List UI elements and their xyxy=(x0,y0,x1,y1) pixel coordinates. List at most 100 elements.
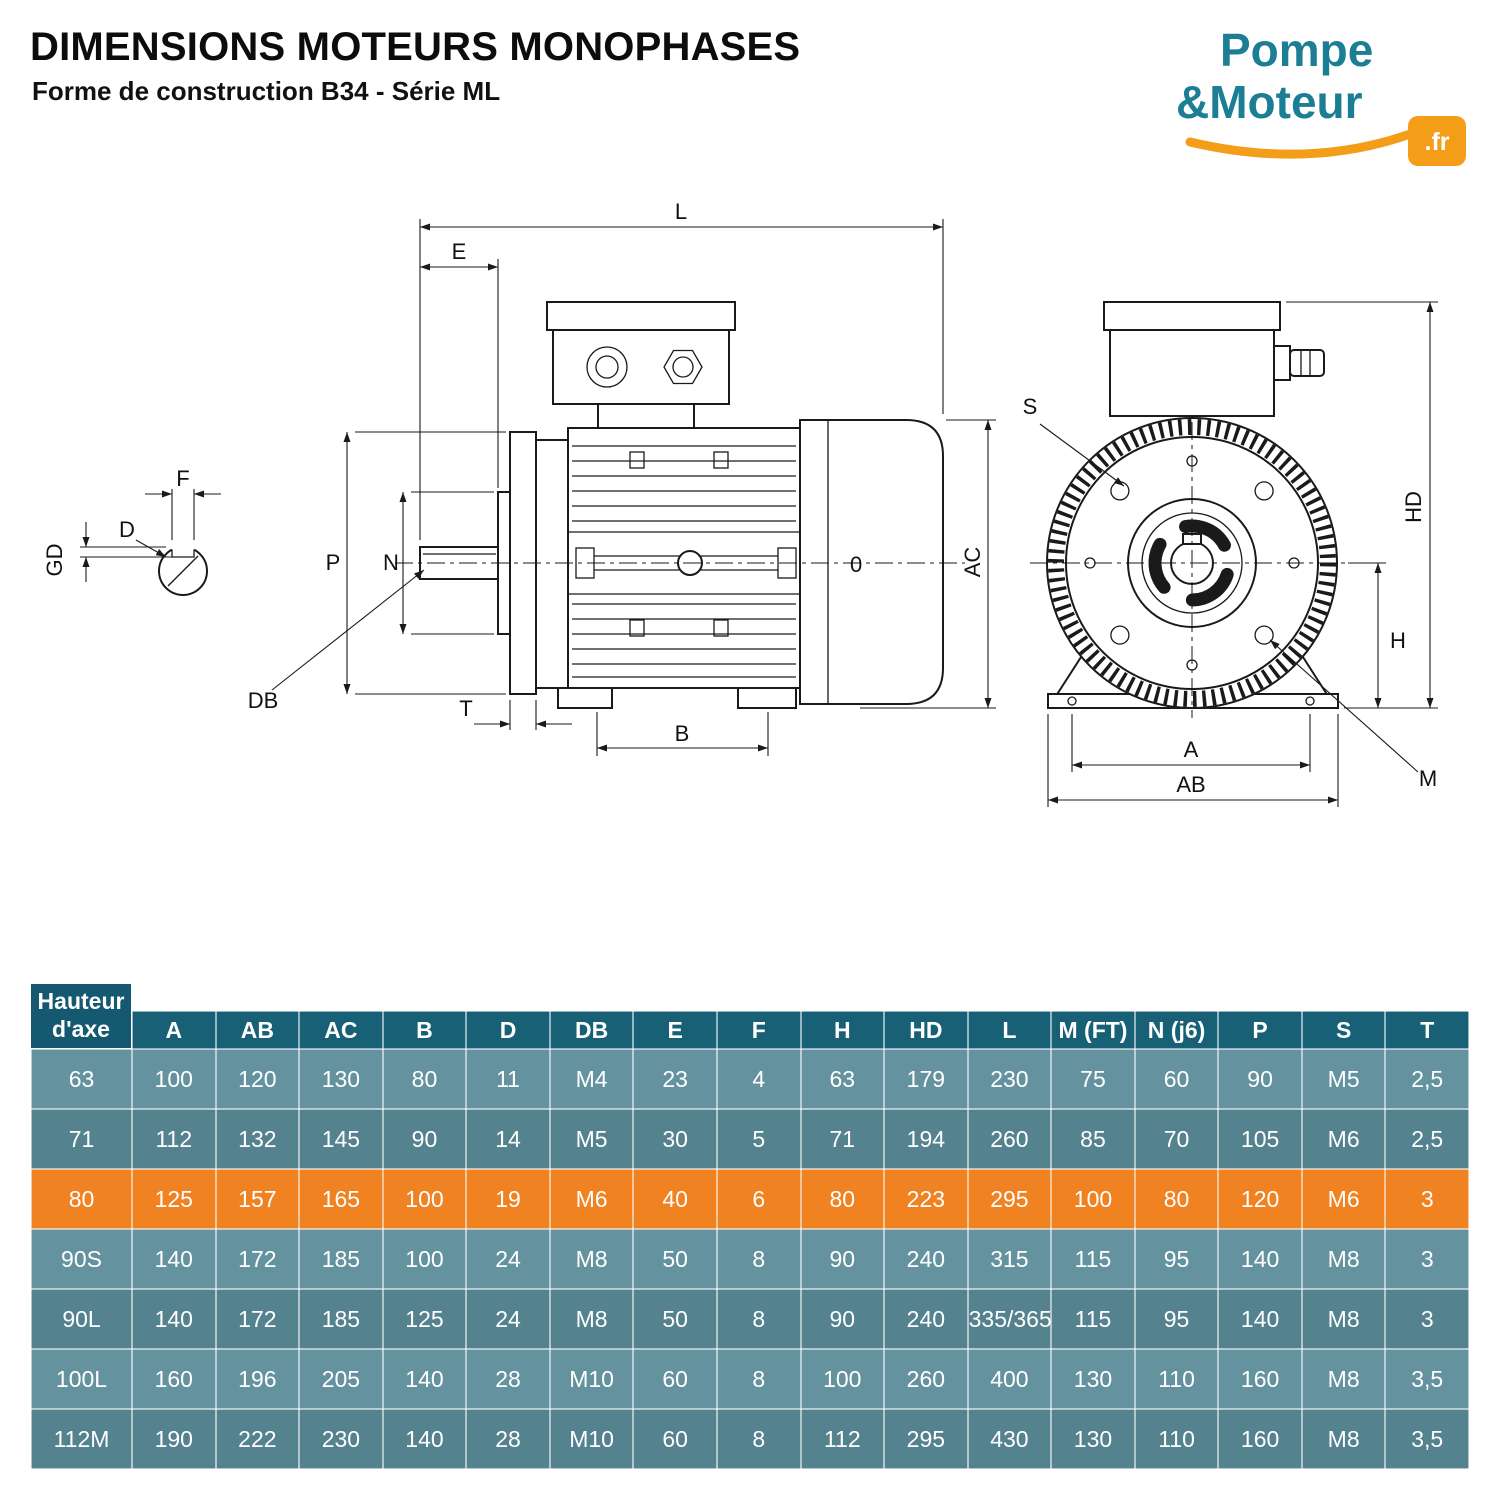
table-cell: 24 xyxy=(465,1288,551,1350)
page-header: DIMENSIONS MOTEURS MONOPHASES Forme de c… xyxy=(30,26,800,107)
dim-label-L: L xyxy=(675,199,687,224)
dim-label-B: B xyxy=(675,721,690,746)
logo-word-1: Pompe xyxy=(1220,24,1373,76)
table-cell: 50 xyxy=(632,1288,718,1350)
shaft-section-detail: F D GD xyxy=(42,466,221,596)
table-cell: 132 xyxy=(214,1108,301,1170)
table-cell: 130 xyxy=(1050,1408,1136,1470)
table-cell: M8 xyxy=(1300,1288,1387,1350)
dim-label-DB: DB xyxy=(248,688,279,713)
column-header-f: F xyxy=(715,1010,802,1050)
table-cell: M10 xyxy=(548,1348,635,1410)
table-cell: 110 xyxy=(1133,1348,1220,1410)
foot-hole-right xyxy=(1305,696,1315,706)
pompe-moteur-logo: Pompe &Moteur .fr xyxy=(1176,24,1466,166)
table-cell: 260 xyxy=(883,1348,969,1410)
table-cell: 115 xyxy=(1050,1288,1136,1350)
table-cell: 140 xyxy=(131,1228,217,1290)
table-cell: 95 xyxy=(1133,1228,1220,1290)
table-cell: 125 xyxy=(131,1168,217,1230)
table-cell: 2,5 xyxy=(1384,1108,1470,1170)
table-cell: 185 xyxy=(298,1288,384,1350)
table-cell: 120 xyxy=(214,1048,301,1110)
column-header-a: A xyxy=(131,1010,217,1050)
table-cell: 430 xyxy=(966,1408,1053,1470)
table-cell: 100 xyxy=(381,1228,468,1290)
dim-label-P: P xyxy=(326,550,341,575)
table-cell: 140 xyxy=(1217,1228,1303,1290)
dim-label-HD: HD xyxy=(1401,491,1426,523)
dim-label-N: N xyxy=(383,550,399,575)
table-cell: 3 xyxy=(1384,1168,1470,1230)
logo-swoosh-icon xyxy=(1185,123,1431,159)
table-cell: 8 xyxy=(715,1348,802,1410)
dim-label-T: T xyxy=(459,696,472,721)
table-cell: 230 xyxy=(966,1048,1053,1110)
table-cell: 295 xyxy=(966,1168,1053,1230)
table-cell: 115 xyxy=(1050,1228,1136,1290)
table-cell: 80 xyxy=(381,1048,468,1110)
table-cell: 50 xyxy=(632,1228,718,1290)
table-cell: 3 xyxy=(1384,1228,1470,1290)
table-cell: 30 xyxy=(632,1108,718,1170)
page-subtitle: Forme de construction B34 - Série ML xyxy=(32,76,501,106)
column-header-b: B xyxy=(381,1010,468,1050)
table-cell: M8 xyxy=(548,1288,635,1350)
table-cell: 190 xyxy=(131,1408,217,1470)
table-cell: 179 xyxy=(883,1048,969,1110)
column-header-ac: AC xyxy=(298,1010,384,1050)
table-cell: 24 xyxy=(465,1228,551,1290)
table-cell: 8 xyxy=(715,1408,802,1470)
table-cell: 140 xyxy=(131,1288,217,1350)
table-cell: 6 xyxy=(715,1168,802,1230)
table-cell: 90 xyxy=(1217,1048,1303,1110)
table-cell: 19 xyxy=(465,1168,551,1230)
table-cell: 160 xyxy=(131,1348,217,1410)
column-header-s: S xyxy=(1300,1010,1387,1050)
foot-hole-left xyxy=(1067,696,1077,706)
table-cell: 11 xyxy=(465,1048,551,1110)
row-label: 100L xyxy=(30,1348,133,1410)
table-cell: 112 xyxy=(131,1108,217,1170)
dim-label-AB: AB xyxy=(1176,772,1205,797)
row-label: 90L xyxy=(30,1288,133,1350)
table-cell: 70 xyxy=(1133,1108,1220,1170)
table-cell: 157 xyxy=(214,1168,301,1230)
table-cell: 315 xyxy=(966,1228,1053,1290)
column-header-hd: HD xyxy=(883,1010,969,1050)
dim-label-M: M xyxy=(1419,766,1437,791)
table-cell: 112 xyxy=(799,1408,886,1470)
column-header-t: T xyxy=(1384,1010,1470,1050)
column-header-ab: AB xyxy=(214,1010,301,1050)
table-cell: 8 xyxy=(715,1228,802,1290)
table-cell: 3 xyxy=(1384,1288,1470,1350)
front-view-dimensions: HD H A AB S M xyxy=(1023,301,1438,807)
technical-drawing: L E P N DB T B AC xyxy=(42,199,1438,807)
cooling-fins xyxy=(572,445,796,678)
dim-label-GD: GD xyxy=(42,544,67,577)
motor-front-view: HD H A AB S M xyxy=(1023,301,1438,807)
table-cell: M8 xyxy=(1300,1228,1387,1290)
cable-gland-nut xyxy=(663,349,703,385)
table-cell: 85 xyxy=(1050,1108,1136,1170)
table-cell: 14 xyxy=(465,1108,551,1170)
table-cell: 90 xyxy=(799,1288,886,1350)
table-cell: M10 xyxy=(548,1408,635,1470)
table-cell: 185 xyxy=(298,1228,384,1290)
table-cell: 105 xyxy=(1217,1108,1303,1170)
table-cell: 140 xyxy=(381,1408,468,1470)
dim-label-S: S xyxy=(1023,394,1038,419)
vent-slots xyxy=(1148,519,1236,607)
column-header-h: H xyxy=(799,1010,886,1050)
table-cell: 60 xyxy=(632,1408,718,1470)
table-cell: 100 xyxy=(1050,1168,1136,1230)
rear-housing xyxy=(799,419,944,705)
row-label: 80 xyxy=(30,1168,133,1230)
dim-label-H: H xyxy=(1390,628,1406,653)
table-cell: 60 xyxy=(1133,1048,1220,1110)
